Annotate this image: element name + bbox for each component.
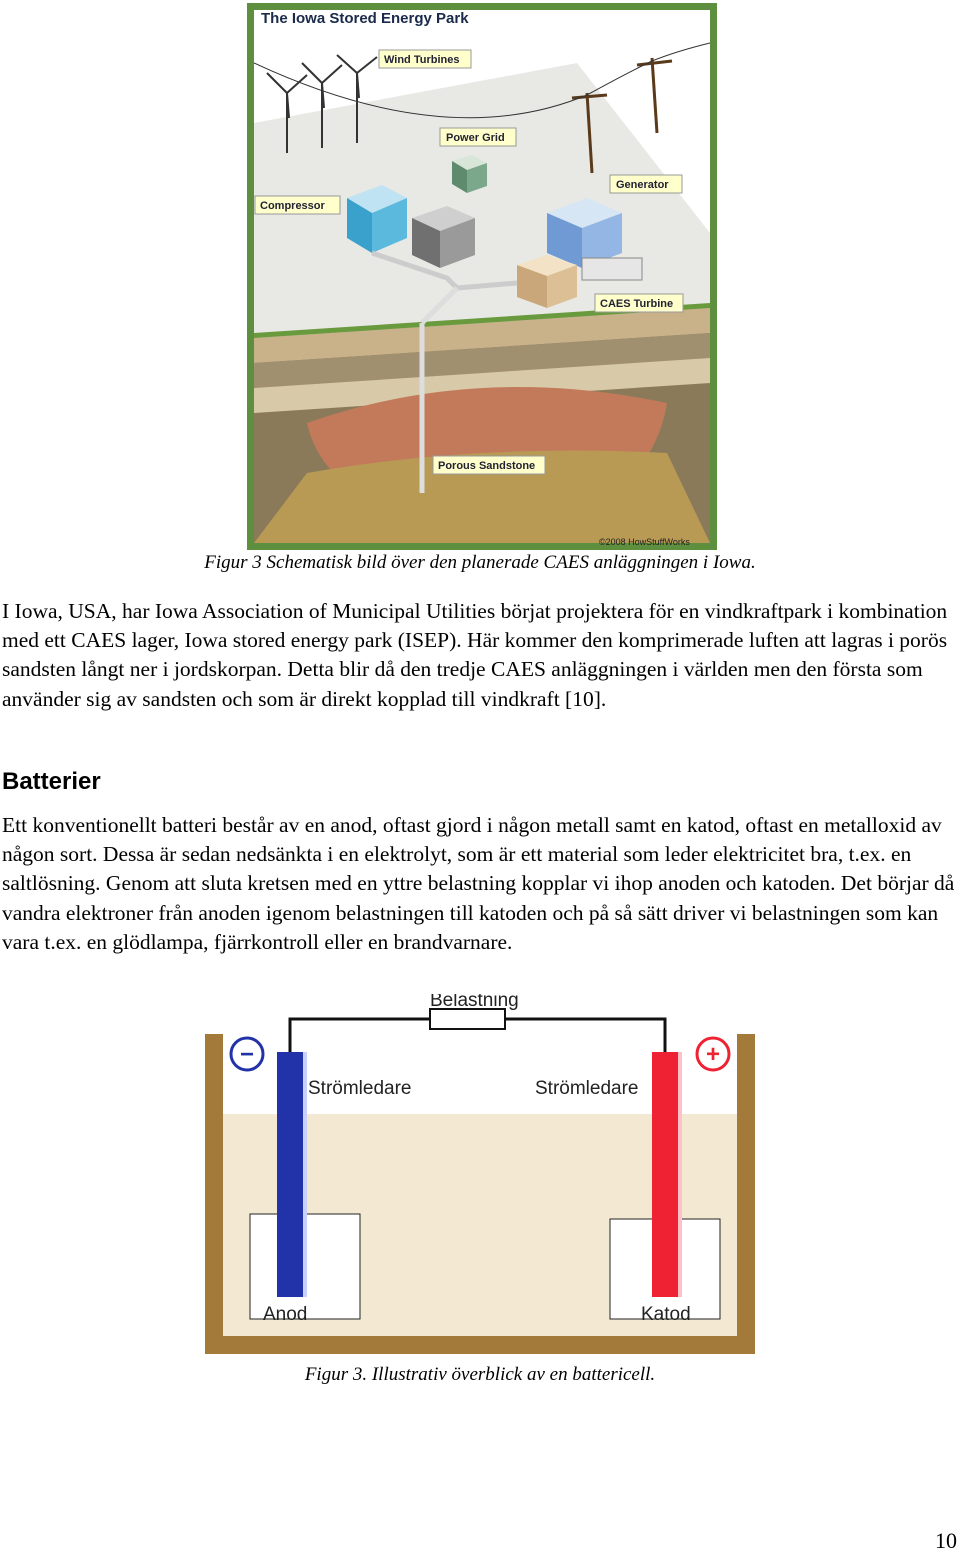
iowa-energy-park-figure: The Iowa Stored Energy Park Wind Turbine… bbox=[247, 3, 717, 550]
label-compressor: Compressor bbox=[254, 195, 341, 215]
wire-right bbox=[505, 1017, 667, 1054]
pipe-connector bbox=[420, 286, 459, 325]
svg-text:Porous Sandstone: Porous Sandstone bbox=[438, 460, 535, 472]
label-anod: Anod bbox=[263, 1304, 307, 1325]
figure1-title: The Iowa Stored Energy Park bbox=[261, 10, 469, 27]
svg-text:Power Grid: Power Grid bbox=[446, 132, 505, 144]
power-grid-building bbox=[452, 155, 487, 193]
anode-electrode bbox=[277, 1052, 303, 1297]
svg-text:Wind Turbines: Wind Turbines bbox=[384, 54, 459, 66]
wire-left bbox=[288, 1017, 430, 1054]
label-stromledare-right: Strömledare bbox=[535, 1078, 639, 1099]
figure1-copyright: ©2008 HowStuffWorks bbox=[599, 537, 690, 547]
power-poles bbox=[571, 57, 673, 174]
battery-cell-figure: Belastning − + Strömledare Strömledare A… bbox=[205, 994, 755, 1354]
power-line bbox=[253, 42, 711, 119]
svg-text:Generator: Generator bbox=[616, 179, 669, 191]
label-generator: Generator bbox=[609, 174, 683, 194]
rock-layer bbox=[254, 333, 710, 388]
plus-icon bbox=[695, 1036, 731, 1072]
load-resistor bbox=[429, 1008, 506, 1030]
cathode-electrode bbox=[652, 1052, 678, 1297]
sand-layer bbox=[254, 358, 710, 413]
soil-layer bbox=[254, 308, 710, 363]
svg-text:CAES Turbine: CAES Turbine bbox=[600, 298, 673, 310]
generator-building bbox=[547, 198, 622, 268]
section-heading-batterier: Batterier bbox=[2, 768, 101, 795]
label-porous-sandstone: Porous Sandstone bbox=[432, 455, 546, 475]
wind-turbine-group bbox=[266, 54, 378, 153]
page-number: 10 bbox=[935, 1528, 957, 1553]
paragraph-iowa: I Iowa, USA, har Iowa Association of Mun… bbox=[2, 599, 948, 711]
label-stromledare-left: Strömledare bbox=[308, 1078, 412, 1099]
paragraph-battery: Ett konventionellt batteri består av en … bbox=[2, 813, 955, 954]
label-belastning: Belastning bbox=[430, 994, 519, 1011]
minus-icon bbox=[229, 1036, 265, 1072]
label-caes-turbine: CAES Turbine bbox=[594, 293, 684, 313]
label-power-grid: Power Grid bbox=[439, 127, 517, 147]
storage-building bbox=[412, 206, 475, 268]
label-katod: Katod bbox=[641, 1304, 691, 1325]
label-wind-turbines: Wind Turbines bbox=[378, 49, 472, 69]
figure2-caption: Figur 3. Illustrativ överblick av en bat… bbox=[304, 1364, 656, 1385]
svg-text:Compressor: Compressor bbox=[260, 200, 326, 212]
caes-turbine-building bbox=[517, 255, 643, 308]
air-pipe bbox=[371, 250, 518, 291]
svg-text:−: − bbox=[240, 1041, 254, 1068]
figure1-caption: Figur 3 Schematisk bild över den planera… bbox=[204, 552, 756, 573]
deep-layer bbox=[254, 450, 710, 543]
compressor-building bbox=[347, 185, 407, 253]
svg-text:+: + bbox=[706, 1041, 720, 1068]
